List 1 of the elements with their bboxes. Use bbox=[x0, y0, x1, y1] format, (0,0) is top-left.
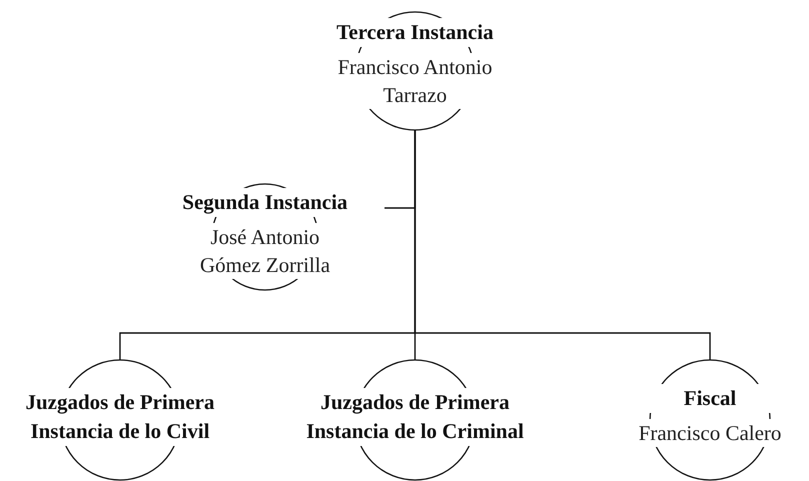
connector-line bbox=[414, 130, 711, 360]
